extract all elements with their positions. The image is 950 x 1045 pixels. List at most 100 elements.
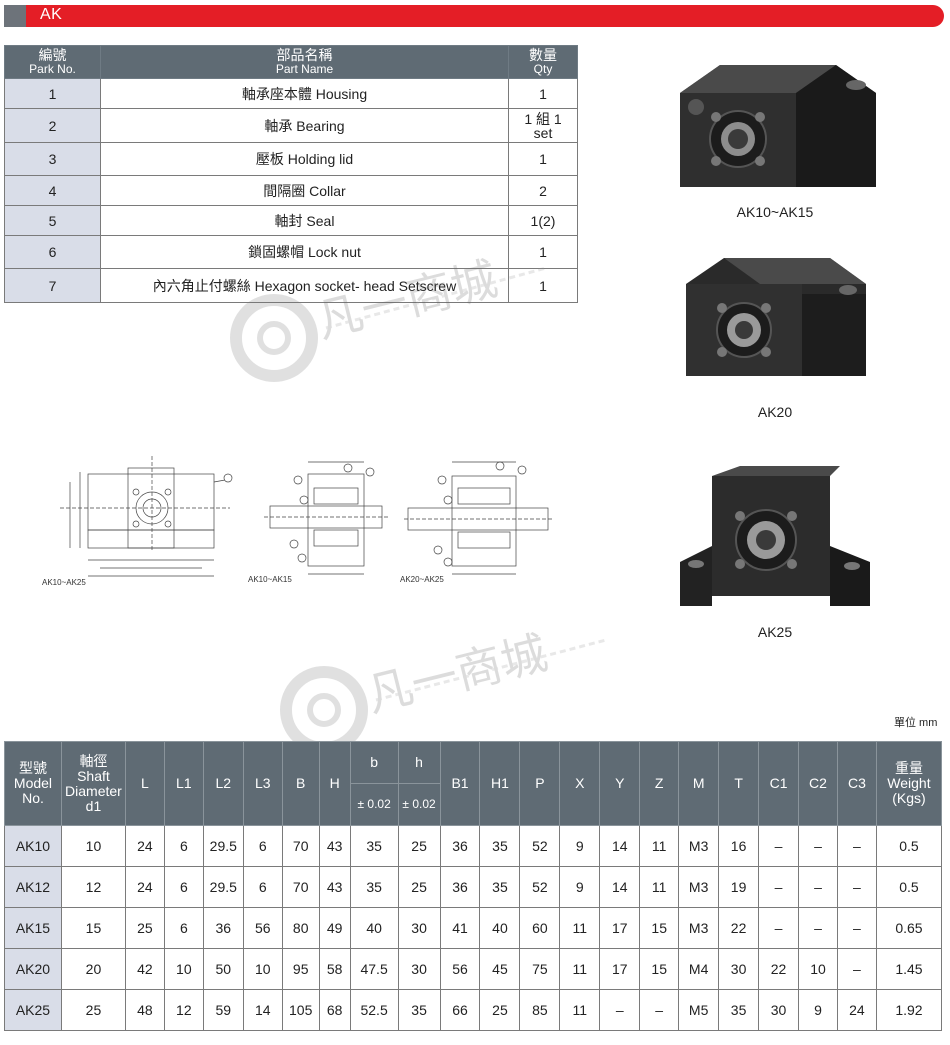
product-caption-3: AK25 — [757, 624, 793, 640]
spec-value-cell: 45 — [479, 948, 521, 990]
spec-value-cell: 52 — [519, 866, 561, 908]
spec-header-B: B — [281, 741, 320, 826]
part-qty-value: 2 — [539, 182, 547, 199]
header-bar — [26, 5, 944, 27]
product-caption-1: AK10~AK15 — [736, 204, 814, 220]
spec-value-cell: 11 — [559, 989, 601, 1031]
spec-value-cell: 30 — [718, 948, 760, 990]
spec-value-cell: – — [836, 866, 877, 908]
spec-header-B1: B1 — [439, 741, 481, 826]
product-caption-2: AK20 — [757, 404, 793, 420]
part-number: 1 — [4, 78, 101, 109]
spec-value-cell: 25 — [60, 989, 126, 1031]
spec-value-cell: 80 — [281, 907, 320, 949]
spec-header-L2: L2 — [202, 741, 244, 826]
part-qty-value: 1 — [539, 151, 547, 167]
spec-model-cell: AK10 — [4, 825, 62, 867]
spec-value-cell: 52.5 — [349, 989, 399, 1031]
spec-model-cell: AK12 — [4, 866, 62, 908]
spec-value-cell: 15 — [639, 907, 680, 949]
spec-value-cell: 30 — [758, 989, 799, 1031]
spec-header-Y: Y — [599, 741, 641, 826]
unit-label: 單位 mm — [894, 717, 938, 729]
spec-header-X: X — [559, 741, 601, 826]
spec-value-cell: 43 — [318, 866, 351, 908]
spec-value-cell: 9 — [559, 866, 601, 908]
technical-drawing-front — [60, 456, 233, 577]
spec-value-cell: 0.5 — [875, 866, 943, 908]
spec-value-cell: 24 — [124, 825, 165, 867]
header-accent-block — [4, 5, 26, 27]
spec-value-cell: 24 — [124, 866, 165, 908]
spec-value-cell: 24 — [836, 989, 877, 1031]
spec-value-cell: 85 — [519, 989, 561, 1031]
spec-value-cell: 43 — [318, 825, 351, 867]
part-qty-value: 1 — [539, 85, 547, 102]
spec-value-cell: 95 — [281, 948, 320, 990]
spec-value-cell: 17 — [599, 907, 641, 949]
part-qty-value: 1(2) — [530, 212, 556, 229]
spec-model-cell: AK25 — [4, 989, 62, 1031]
spec-header-P: P — [519, 741, 561, 826]
spec-header-H: H — [318, 741, 351, 826]
spec-value-cell: M3 — [678, 907, 720, 949]
spec-value-cell: 16 — [718, 825, 760, 867]
spec-value-cell: 35 — [349, 825, 399, 867]
spec-value-cell: 11 — [639, 866, 680, 908]
spec-value-cell: 40 — [349, 907, 399, 949]
spec-value-cell: 36 — [202, 907, 244, 949]
spec-value-cell: 35 — [479, 866, 521, 908]
spec-value-cell: 22 — [718, 907, 760, 949]
spec-value-cell: 25 — [397, 866, 441, 908]
spec-value-cell: 42 — [124, 948, 165, 990]
spec-header-L: L — [124, 741, 165, 826]
spec-header-h-tolerance: ± 0.02 — [397, 783, 441, 826]
spec-value-cell: 48 — [124, 989, 165, 1031]
spec-value-cell: 25 — [479, 989, 521, 1031]
spec-value-cell: 6 — [163, 866, 204, 908]
spec-value-cell: 105 — [281, 989, 320, 1031]
spec-value-cell: 50 — [202, 948, 244, 990]
spec-value-cell: 47.5 — [349, 948, 399, 990]
spec-value-cell: 10 — [163, 948, 204, 990]
spec-value-cell: 29.5 — [202, 866, 244, 908]
spec-value-cell: 17 — [599, 948, 641, 990]
spec-header-T: T — [718, 741, 760, 826]
spec-header-Z: Z — [639, 741, 680, 826]
spec-header-b-tolerance: ± 0.02 — [349, 783, 399, 826]
part-name: 壓板 Holding lid — [100, 142, 509, 176]
spec-value-cell: 35 — [479, 825, 521, 867]
product-photo-ak10-ak15 — [680, 65, 876, 187]
spec-value-cell: 14 — [242, 989, 283, 1031]
part-number: 6 — [4, 235, 101, 269]
part-qty: 1 — [508, 268, 578, 303]
spec-model-cell: AK20 — [4, 948, 62, 990]
part-name: 內六角止付螺絲 Hexagon socket- head Setscrew — [100, 268, 509, 303]
spec-value-cell: 36 — [439, 866, 481, 908]
spec-value-cell: 14 — [599, 866, 641, 908]
spec-header-M: M — [678, 741, 720, 826]
part-number: 5 — [4, 205, 101, 236]
spec-value-cell: 30 — [397, 907, 441, 949]
spec-value-cell: M3 — [678, 825, 720, 867]
spec-value-cell: 35 — [397, 989, 441, 1031]
spec-value-cell: 41 — [439, 907, 481, 949]
part-qty: 1(2) — [508, 205, 578, 236]
spec-model-cell: AK15 — [4, 907, 62, 949]
spec-header-b: b — [349, 741, 399, 784]
part-number: 4 — [4, 175, 101, 206]
spec-header-C2: C2 — [798, 741, 838, 826]
